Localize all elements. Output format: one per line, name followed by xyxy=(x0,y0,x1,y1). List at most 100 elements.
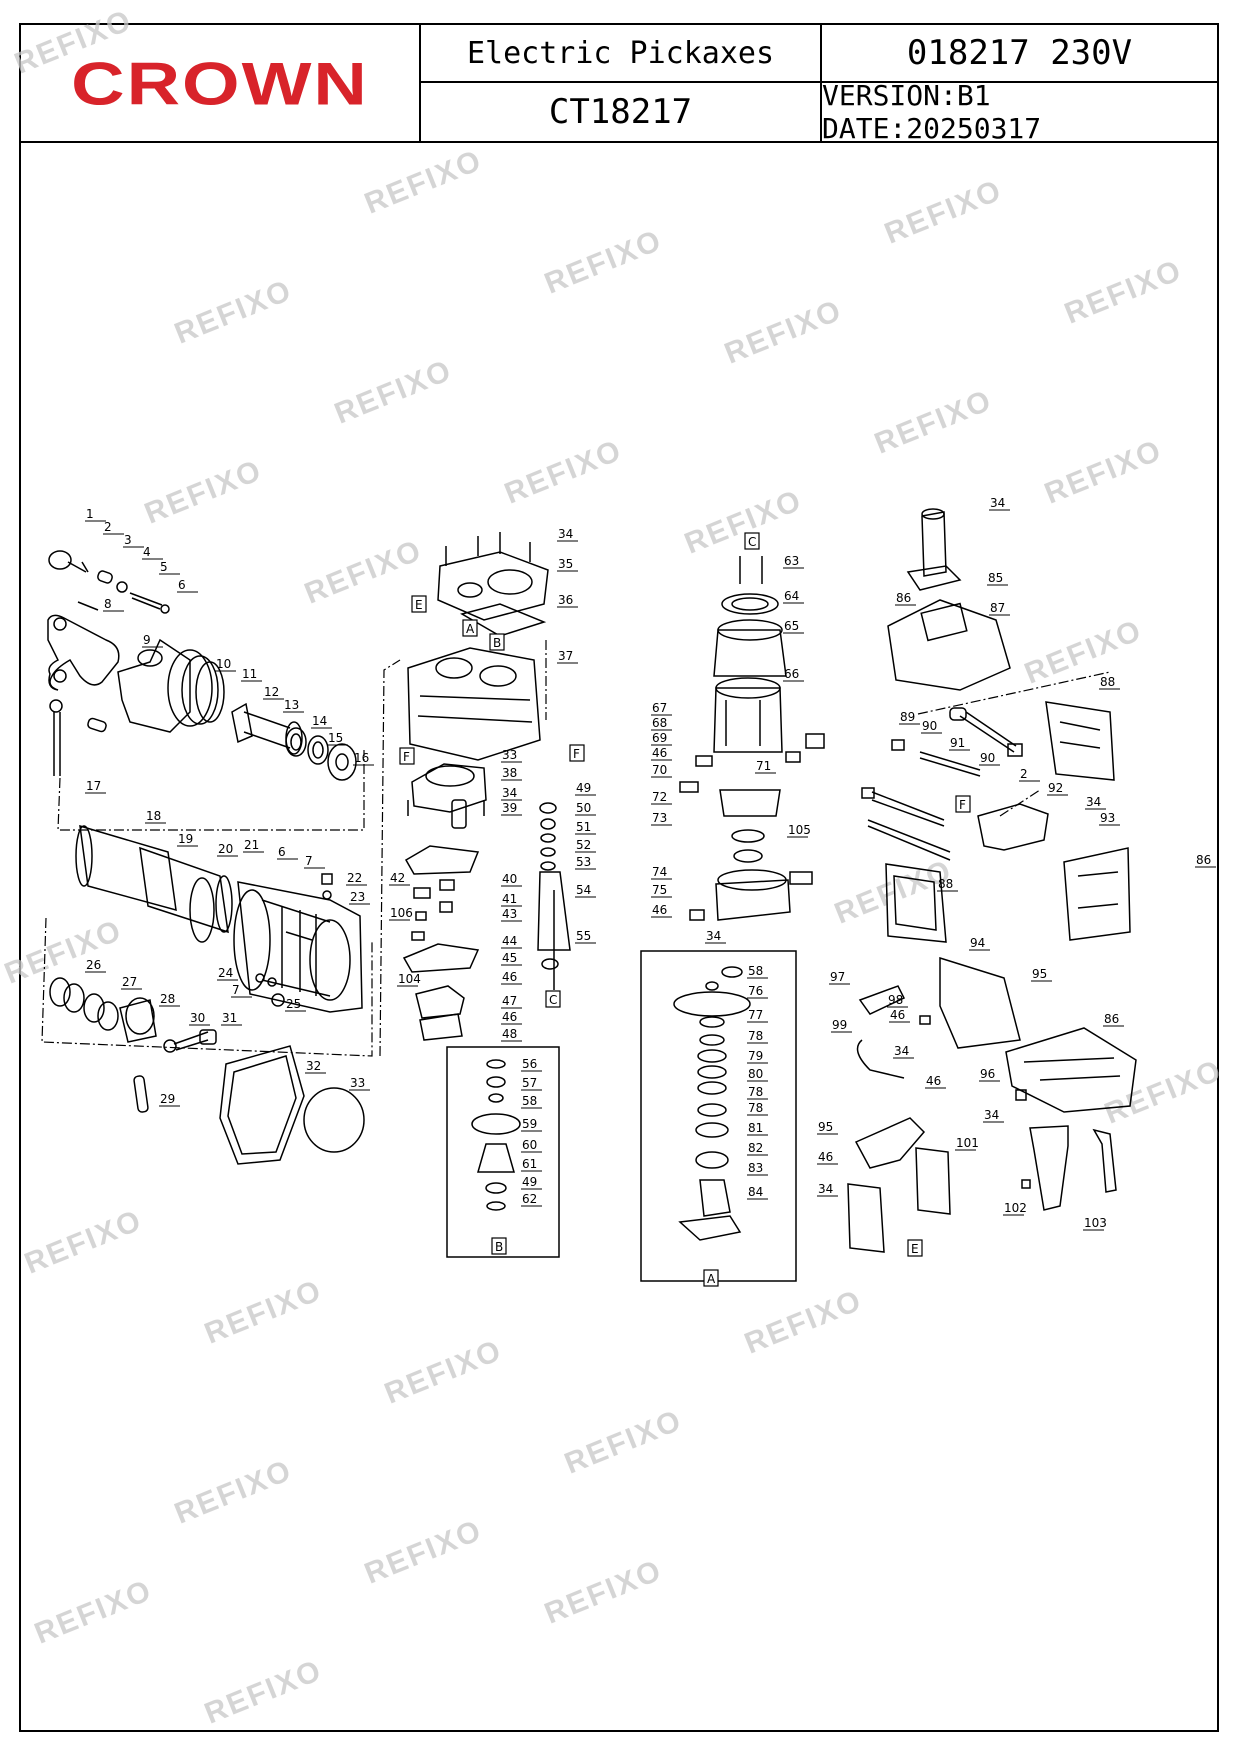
part-callout: 57 xyxy=(522,1076,537,1090)
part-callout: 88 xyxy=(938,877,953,891)
part-callout: 46 xyxy=(926,1074,941,1088)
part-callout: 42 xyxy=(390,871,405,885)
part-callout: 21 xyxy=(244,838,259,852)
part-callout: 81 xyxy=(748,1121,763,1135)
brand-logo: CROWN xyxy=(71,48,369,118)
part-callout: 92 xyxy=(1048,781,1063,795)
part-callout: 63 xyxy=(784,554,799,568)
svg-text:F: F xyxy=(573,747,580,761)
part-callout: 7 xyxy=(305,854,313,868)
drawing-frame: CROWN Electric Pickaxes 018217 230V CT18… xyxy=(19,23,1219,1732)
part-callout: 46 xyxy=(652,903,667,917)
part-callout: 33 xyxy=(502,748,517,762)
section-tag: F xyxy=(399,747,415,765)
svg-text:F: F xyxy=(959,798,966,812)
part-callout: 102 xyxy=(1004,1201,1027,1215)
part-callout: 78 xyxy=(748,1029,763,1043)
part-callout: 54 xyxy=(576,883,591,897)
part-callout: 17 xyxy=(86,779,101,793)
part-callout: 24 xyxy=(218,966,233,980)
part-callout: 79 xyxy=(748,1049,763,1063)
left-group-parts xyxy=(47,550,365,1165)
title-block: CROWN Electric Pickaxes 018217 230V CT18… xyxy=(21,25,1217,145)
part-callout: 26 xyxy=(86,958,101,972)
part-callout: 36 xyxy=(558,593,573,607)
part-callout: 32 xyxy=(306,1059,321,1073)
part-callout: 98 xyxy=(888,993,903,1007)
part-callout: 29 xyxy=(160,1092,175,1106)
section-tag: C xyxy=(744,532,760,550)
part-callout: 46 xyxy=(890,1008,905,1022)
section-tag: F xyxy=(569,744,585,762)
part-callout: 1 xyxy=(86,507,94,521)
center-group-parts xyxy=(402,532,571,1258)
part-callout: 45 xyxy=(502,951,517,965)
part-callout: 99 xyxy=(832,1018,847,1032)
part-callout: 30 xyxy=(190,1011,205,1025)
part-callout: 9 xyxy=(143,633,151,647)
part-callout: 90 xyxy=(922,719,937,733)
part-callout: 34 xyxy=(706,929,721,943)
part-callout: 35 xyxy=(558,557,573,571)
part-callout: 70 xyxy=(652,763,667,777)
svg-text:B: B xyxy=(495,1240,503,1254)
part-callout: 46 xyxy=(652,746,667,760)
part-callout: 85 xyxy=(988,571,1003,585)
svg-text:E: E xyxy=(911,1242,919,1256)
part-callout: 72 xyxy=(652,790,667,804)
part-callout: 22 xyxy=(347,871,362,885)
part-callout: 13 xyxy=(284,698,299,712)
part-callout: 38 xyxy=(502,766,517,780)
part-callout: 34 xyxy=(984,1108,999,1122)
part-callout: 64 xyxy=(784,589,799,603)
part-callout: 2 xyxy=(1020,767,1028,781)
section-tag: A xyxy=(462,619,478,637)
svg-text:F: F xyxy=(403,750,410,764)
part-callout: 48 xyxy=(502,1027,517,1041)
part-callout: 18 xyxy=(146,809,161,823)
part-callout: 95 xyxy=(1032,967,1047,981)
part-callout: 80 xyxy=(748,1067,763,1081)
part-callout: 59 xyxy=(522,1117,537,1131)
stator-group-parts xyxy=(640,556,825,1282)
part-callout: 73 xyxy=(652,811,667,825)
part-callout: 78 xyxy=(748,1101,763,1115)
part-callout: 47 xyxy=(502,994,517,1008)
part-callout: 8 xyxy=(104,597,112,611)
part-callout: 55 xyxy=(576,929,591,943)
part-callout: 28 xyxy=(160,992,175,1006)
part-callout: 7 xyxy=(232,983,240,997)
part-callout: 91 xyxy=(950,736,965,750)
product-code: 018217 230V xyxy=(822,25,1217,83)
svg-text:C: C xyxy=(748,535,756,549)
part-callout: 46 xyxy=(502,970,517,984)
part-callout: 68 xyxy=(652,716,667,730)
part-callout: 5 xyxy=(160,560,168,574)
part-callout: 56 xyxy=(522,1057,537,1071)
part-callout: 65 xyxy=(784,619,799,633)
part-callout: 50 xyxy=(576,801,591,815)
part-callout: 71 xyxy=(756,759,771,773)
svg-text:A: A xyxy=(466,622,475,636)
right-group-parts xyxy=(847,508,1137,1253)
part-callout: 82 xyxy=(748,1141,763,1155)
part-callout: 44 xyxy=(502,934,517,948)
svg-text:B: B xyxy=(493,636,501,650)
logo-cell: CROWN xyxy=(21,25,421,141)
part-callout: 88 xyxy=(1100,675,1115,689)
part-callout: 83 xyxy=(748,1161,763,1175)
part-callout: 95 xyxy=(818,1120,833,1134)
part-callout: 86 xyxy=(896,591,911,605)
part-callout: 93 xyxy=(1100,811,1115,825)
part-callout: 96 xyxy=(980,1067,995,1081)
section-tag: E xyxy=(411,595,427,613)
svg-text:E: E xyxy=(415,598,423,612)
model-number: CT18217 xyxy=(421,83,822,141)
part-callout: 34 xyxy=(1086,795,1101,809)
part-callout: 37 xyxy=(558,649,573,663)
part-callout: 16 xyxy=(354,751,369,765)
part-callout: 34 xyxy=(818,1182,833,1196)
part-callout: 62 xyxy=(522,1192,537,1206)
part-callout: 61 xyxy=(522,1157,537,1171)
